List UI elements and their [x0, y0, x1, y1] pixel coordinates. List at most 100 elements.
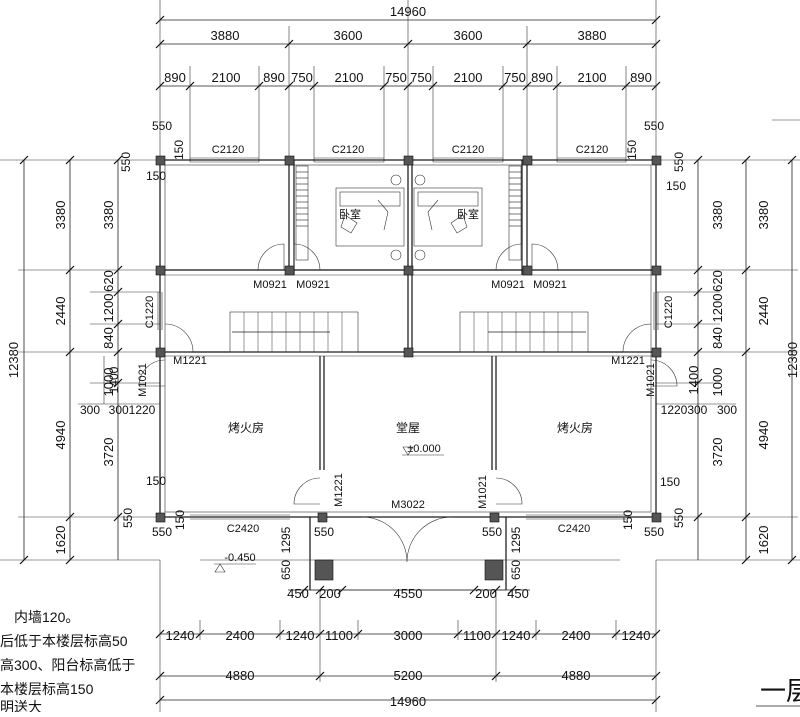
beds: 卧室 卧室 — [335, 174, 483, 261]
note-line-3: 高300、阳台标高低于 — [0, 657, 135, 673]
dim-bottom-seg-1: 4880 — [226, 668, 255, 683]
door-label-m0921-1: M0921 — [253, 279, 287, 291]
dim-right-1220300: 1220300 — [661, 403, 708, 417]
dim-bottom-sub-4: 1100 — [325, 628, 353, 643]
dim-right-outer-4: 1620 — [756, 526, 771, 555]
dim-550-br-v: 550 — [672, 508, 686, 528]
dim-top-sub-6: 750 — [385, 70, 407, 85]
dim-150-tr-h: 150 — [666, 179, 686, 193]
door-label-m1221-left: M1221 — [173, 355, 207, 367]
dim-top-sub-4: 750 — [291, 70, 313, 85]
dim-right-300: 300 — [717, 403, 737, 417]
dim-bottom-sub-6: 1100 — [463, 628, 491, 643]
note-line-5: 明送大 — [0, 699, 42, 712]
note-line-1: 内墙120。 — [14, 609, 79, 625]
dim-1295-left: 1295 — [279, 526, 293, 553]
dim-650-left: 650 — [279, 560, 293, 580]
dim-right-inner-7: 3720 — [710, 438, 725, 467]
dim-top-sub-10: 890 — [531, 70, 553, 85]
bottom-dimensions: 450 200 4550 200 450 1240 2400 1240 1100… — [155, 560, 661, 712]
dim-bottom-sub-3: 1240 — [286, 628, 315, 643]
dim-right-inner-4: 840 — [710, 327, 725, 349]
window-label-c2420-left: C2420 — [227, 523, 259, 535]
door-label-m0921-2: M0921 — [296, 279, 330, 291]
dim-left-3001220: 3001220 — [109, 403, 156, 417]
dim-150-tl-h: 150 — [146, 169, 166, 183]
dim-bottom-sub-2: 2400 — [226, 628, 255, 643]
dim-top-total: 14960 — [390, 4, 426, 19]
dim-550-tr-v: 550 — [672, 152, 686, 172]
right-dimensions: 12380 3380 2440 4940 1620 3380 620 1200 … — [656, 155, 800, 565]
door-label-m1221-right: M1221 — [611, 355, 645, 367]
dim-bottom-4550: 4550 — [394, 586, 423, 601]
door-label-m0921-4: M0921 — [533, 279, 567, 291]
window-label-c1220-left: C1220 — [144, 296, 156, 328]
dim-150-br-v: 150 — [621, 510, 635, 530]
dim-bottom-200-left: 200 — [319, 586, 341, 601]
dim-1295-right: 1295 — [509, 526, 523, 553]
dim-top-sub-11: 2100 — [578, 70, 607, 85]
design-notes: 内墙120。 后低于本楼层标高50 高300、阳台标高低于 本楼层标高150 明… — [0, 609, 135, 715]
dim-top-seg-2: 3600 — [334, 28, 363, 43]
window-label-c2120-2: C2120 — [332, 144, 364, 156]
dim-left-outer-3: 4940 — [53, 421, 68, 450]
room-bedroom-right: 卧室 — [457, 207, 479, 221]
dim-left-inner-1: 3380 — [101, 201, 116, 230]
dim-bottom-sub-7: 1240 — [502, 628, 531, 643]
dim-top-sub-7: 750 — [410, 70, 432, 85]
dim-bottom-seg-2: 5200 — [394, 668, 423, 683]
dim-550-cl: 550 — [314, 525, 334, 539]
dim-top-sub-5: 2100 — [335, 70, 364, 85]
doors: M0921 M0921 M0921 M0921 M1221 M1221 M102… — [137, 243, 678, 563]
dim-right-inner-5: 1400 — [686, 366, 701, 395]
dim-right-inner-2: 620 — [710, 270, 725, 292]
dim-right-outer-1: 3380 — [756, 201, 771, 230]
dim-550-tl: 550 — [152, 119, 172, 133]
dim-left-inner-6: 1400 — [107, 366, 121, 393]
dim-right-total: 12380 — [785, 342, 800, 378]
window-label-c1220-right: C1220 — [663, 296, 675, 328]
dim-right-inner-6: 1000 — [710, 368, 725, 397]
door-label-m3022: M3022 — [391, 499, 425, 511]
dim-bottom-200-right: 200 — [475, 586, 497, 601]
window-label-c2120-4: C2120 — [576, 144, 608, 156]
dim-550-br: 550 — [644, 525, 664, 539]
level-floor: ±0.000 — [407, 443, 441, 455]
door-label-m0921-3: M0921 — [491, 279, 525, 291]
dim-left-outer-4: 1620 — [53, 526, 68, 555]
dim-left-inner-5: 1000 — [101, 368, 116, 397]
drawing-title-text: 一层 — [760, 676, 800, 706]
dim-top-seg-1: 3880 — [211, 28, 240, 43]
dim-bottom-total: 14960 — [390, 694, 426, 709]
dim-left-total: 12380 — [6, 342, 21, 378]
dim-bottom-seg-3: 4880 — [562, 668, 591, 683]
dim-top-sub-3: 890 — [263, 70, 285, 85]
dim-550-bl-v: 550 — [121, 508, 135, 528]
wardrobes — [295, 165, 522, 261]
dim-right-inner-1: 3380 — [710, 201, 725, 230]
dim-150-br: 150 — [660, 475, 680, 489]
dim-550-bl: 550 — [152, 525, 172, 539]
window-label-c2120-3: C2120 — [452, 144, 484, 156]
window-label-c2420-right: C2420 — [558, 523, 590, 535]
room-bake-right: 烤火房 — [557, 420, 593, 435]
note-line-4: 本楼层标高150 — [0, 681, 94, 697]
dim-550-tl-v: 550 — [119, 152, 133, 172]
windows: C2120 C2120 C2120 C2120 C1220 C1220 C242… — [144, 144, 675, 535]
dim-right-outer-2: 2440 — [756, 297, 771, 326]
dim-top-sub-8: 2100 — [454, 70, 483, 85]
drawing-title: 一层 — [756, 119, 800, 707]
dim-top-sub-9: 750 — [504, 70, 526, 85]
dim-150-tr: 150 — [625, 140, 639, 160]
top-dimensions: 14960 3880 3600 3600 3880 890 2100 890 7… — [155, 0, 661, 162]
door-label-m1221-center: M1221 — [333, 473, 345, 507]
dim-left-inner-3: 1200 — [101, 294, 116, 323]
door-label-m1021-right: M1021 — [645, 363, 657, 397]
dim-top-sub-2: 2100 — [212, 70, 241, 85]
dim-right-inner-3: 1200 — [710, 294, 725, 323]
dim-left-inner-4: 840 — [101, 327, 116, 349]
dim-bottom-sub-8: 2400 — [562, 628, 591, 643]
dim-left-inner-7: 3720 — [101, 438, 116, 467]
